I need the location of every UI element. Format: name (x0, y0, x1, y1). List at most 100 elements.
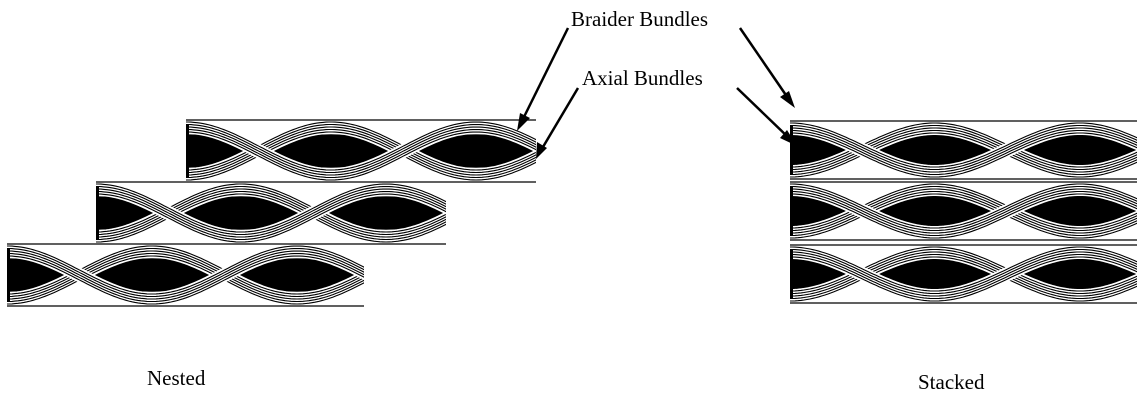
braider-strand (186, 126, 536, 176)
layer-edge-cap (96, 186, 99, 240)
nested-layers (0, 119, 739, 307)
braider-strand (96, 185, 446, 236)
axial-arrow-nested (538, 87, 580, 153)
braider-arrowhead-nested (517, 113, 530, 131)
braider-strand (790, 122, 1137, 168)
nested-caption: Nested (147, 366, 206, 390)
stacked-layers (583, 120, 1137, 304)
braider-arrow-nested (519, 27, 570, 124)
braider-strand (790, 132, 1137, 178)
braider-strand (790, 190, 1137, 237)
braider-strand (790, 256, 1137, 302)
axial-bundle (268, 134, 394, 168)
braider-strand (790, 127, 1137, 173)
braider-strand (7, 255, 364, 305)
axial-bundle (872, 195, 998, 227)
braider-strand (790, 183, 1137, 229)
axial-bundles-label: Axial Bundles (582, 66, 703, 90)
axial-bundle (1017, 195, 1137, 227)
axial-bundle (469, 196, 594, 229)
axial-bundle (525, 258, 650, 291)
layer-edge-cap (7, 248, 10, 302)
braider-strand (790, 124, 1137, 171)
layer-edge-cap (790, 249, 793, 299)
axial-bundle (614, 196, 739, 229)
braider-strand (790, 251, 1137, 297)
nested-layer-top (0, 119, 684, 183)
braider-strand (7, 250, 364, 300)
axial-bundle (0, 134, 103, 167)
braider-strand (790, 246, 1137, 292)
braider-strand (790, 129, 1137, 176)
braider-strand (186, 121, 536, 171)
braider-strand (96, 193, 446, 243)
axial-bundle (380, 258, 505, 291)
axial-bundle (559, 134, 684, 167)
braider-strand (790, 185, 1137, 232)
braider-strand (790, 253, 1137, 300)
stacked-layer-bottom (583, 244, 1137, 304)
braider-strand (790, 124, 1137, 171)
axial-bundle (323, 196, 446, 230)
layer-edge-cap (790, 125, 793, 175)
braider-strand (790, 188, 1137, 234)
braider-strand (7, 255, 364, 305)
axial-bundle (0, 196, 13, 229)
braider-strand (790, 188, 1137, 234)
axial-bundle (583, 135, 708, 166)
braider-strand (790, 248, 1137, 295)
braider-strand (790, 122, 1137, 168)
braider-strand (790, 256, 1137, 302)
braider-strand (96, 188, 446, 238)
axial-bundle (872, 258, 998, 290)
braider-arrow-stacked (738, 27, 792, 102)
axial-bundle (872, 134, 998, 166)
axial-bundle (89, 258, 215, 292)
axial-bundle (583, 259, 708, 290)
axial-arrowhead-stacked (780, 130, 797, 146)
layer-edge-cap (186, 124, 189, 178)
braider-strand (790, 193, 1137, 239)
axial-bundle (583, 196, 708, 227)
braider-strand (790, 132, 1137, 178)
braider-strand (186, 126, 536, 176)
axial-bundle (234, 258, 360, 292)
braider-strand (790, 127, 1137, 173)
braider-strand (7, 250, 364, 300)
axial-bundle (1017, 134, 1137, 166)
stacked-caption: Stacked (918, 370, 985, 394)
braider-strand (7, 252, 364, 303)
braider-strand (96, 188, 446, 238)
braider-strand (96, 190, 446, 241)
braider-arrowhead-stacked (780, 91, 795, 108)
braider-strand (186, 123, 536, 174)
braider-strand (96, 183, 446, 233)
axial-bundle (178, 196, 304, 230)
braider-strand (96, 183, 446, 233)
braider-strand (790, 193, 1137, 239)
braider-strand (186, 128, 536, 179)
braider-strand (96, 185, 446, 236)
axial-arrow-stacked (736, 87, 791, 140)
braider-strand (790, 190, 1137, 237)
braider-strand (186, 123, 536, 174)
axial-bundle (413, 134, 536, 168)
stacked-layer-top (583, 120, 1137, 180)
braider-strand (790, 251, 1137, 297)
axial-arrowhead-nested (536, 142, 547, 159)
braider-strand (790, 185, 1137, 232)
nested-layer-middle (0, 181, 739, 245)
braider-strand (96, 193, 446, 243)
braider-strand (7, 247, 364, 298)
braider-strand (186, 131, 536, 181)
braider-strand (790, 129, 1137, 176)
braider-strand (186, 131, 536, 181)
braider-strand (7, 247, 364, 298)
braider-strand (790, 248, 1137, 295)
braider-strand (7, 252, 364, 303)
braider-strand (96, 190, 446, 241)
braider-strand (186, 121, 536, 171)
stacked-layer-middle (583, 181, 1137, 241)
braider-strand (186, 128, 536, 179)
